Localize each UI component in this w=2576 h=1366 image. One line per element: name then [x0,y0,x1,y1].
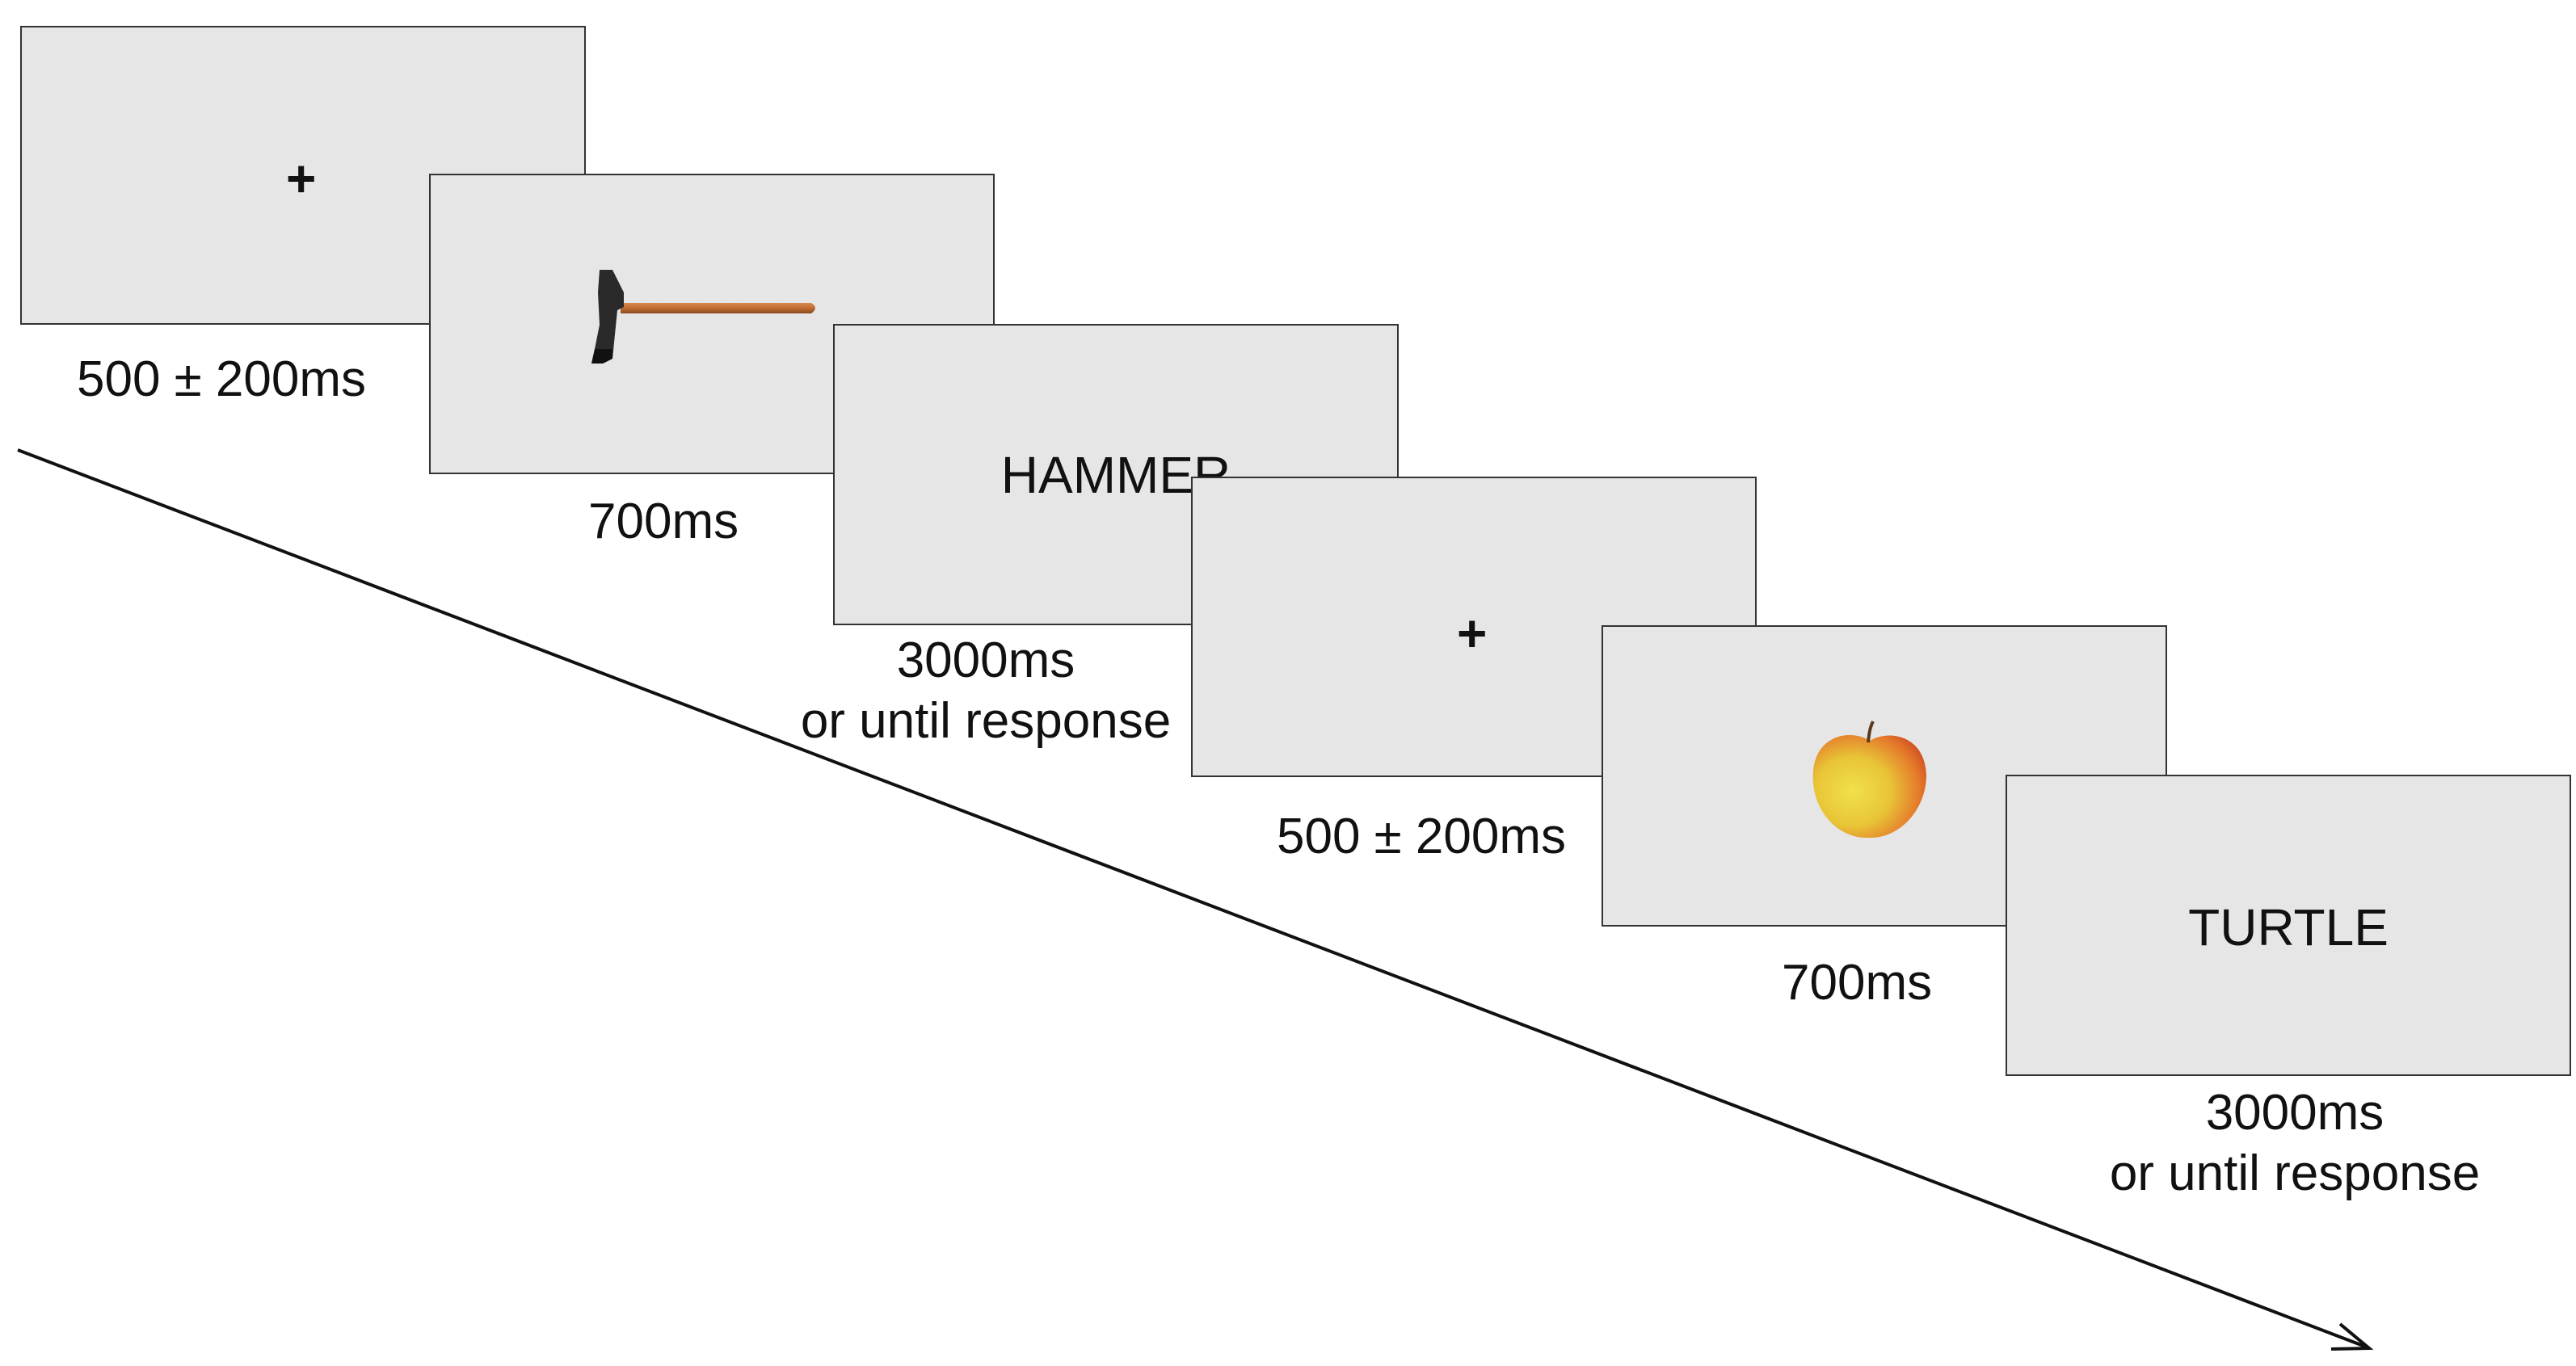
picture-duration-label-1: 700ms [588,494,739,549]
duration-line: 3000ms [2205,1085,2384,1141]
picture-duration-label-2: 700ms [1782,955,1933,1011]
fixation-cross: + [286,149,317,208]
apple-image [1812,721,1926,839]
word-screen-2: TURTLE [2006,775,2571,1076]
fixation-duration-label-2: 500 ± 200ms [1277,809,1567,864]
fixation-cross: + [1457,604,1488,662]
duration-line: 3000ms [896,633,1075,688]
word-duration-label-2: 3000ms or until response [2101,1082,2489,1204]
fixation-duration-label-1: 500 ± 200ms [77,351,367,407]
target-word: TURTLE [2188,898,2389,956]
duration-line: or until response [2109,1145,2481,1201]
word-duration-label-1: 3000ms or until response [792,630,1180,751]
hammer-image [591,270,815,364]
duration-line: or until response [800,693,1172,749]
